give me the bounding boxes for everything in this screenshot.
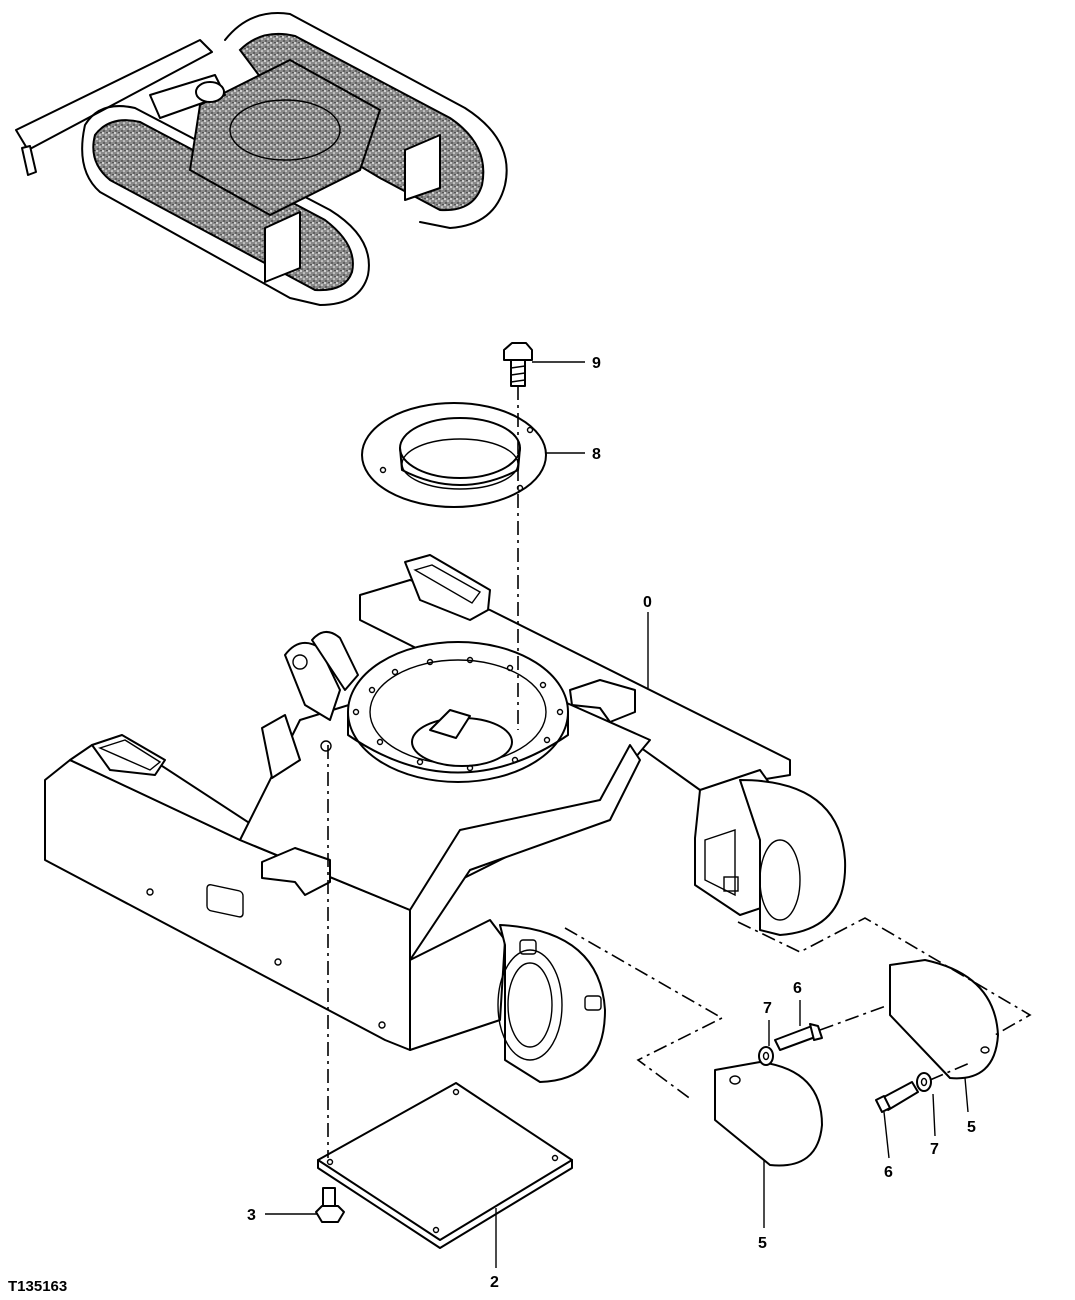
bolt-part-6-front [774,1023,823,1051]
assembly-lines [327,386,1032,1158]
figure-id-label: T135163 [8,1278,67,1295]
callout-5-front: 5 [758,1235,767,1252]
undercarriage-overview-illustration [15,12,508,306]
leader-lines [265,361,969,1268]
callout-7-front: 7 [763,1000,772,1017]
cover-plate-part-5-front [714,1061,823,1167]
callout-3: 3 [247,1207,256,1224]
ring-plate-part-8 [361,402,547,508]
callout-0: 0 [643,594,652,611]
callout-labels: 9 8 0 6 7 5 7 6 5 3 2 [247,355,976,1291]
callout-2: 2 [490,1274,499,1291]
washer-part-7-front [758,1046,774,1066]
cover-plate-part-2 [317,1082,573,1249]
callout-6-front: 6 [793,980,802,997]
washer-part-7-rear [916,1072,932,1092]
callout-8: 8 [592,446,601,463]
callout-5-rear: 5 [967,1119,976,1136]
bolt-part-6-rear [875,1081,919,1113]
callout-7-rear: 7 [930,1141,939,1158]
callout-9: 9 [592,355,601,372]
cover-plate-part-5-rear [889,959,999,1080]
callout-6-rear: 6 [884,1164,893,1181]
track-frame-part-0 [44,554,847,1083]
bolt-part-9 [503,342,533,387]
bolt-part-3 [315,1187,345,1223]
